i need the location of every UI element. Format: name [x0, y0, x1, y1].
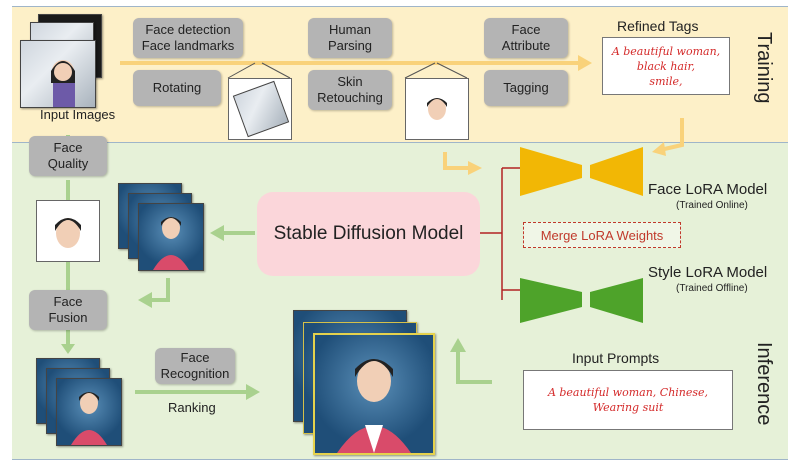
- face-lora-left-block: [520, 147, 582, 196]
- face-detection-box: Face detection Face landmarks: [133, 18, 243, 58]
- face-quality-box: Face Quality: [29, 136, 107, 176]
- face-fusion-box: Face Fusion: [29, 290, 107, 330]
- face-crop: [55, 218, 81, 248]
- style-lora-subtitle: (Trained Offline): [676, 283, 748, 294]
- fused-image-3: [56, 378, 122, 446]
- refined-tags-title: Refined Tags: [617, 18, 699, 34]
- face-lora-subtitle: (Trained Online): [676, 200, 748, 211]
- face-lora-title: Face LoRA Model: [648, 181, 768, 198]
- tagging-box: Tagging: [484, 70, 568, 106]
- input-prompts-box: A beautiful woman, Chinese, Wearing suit: [523, 370, 733, 430]
- input-prompts-title: Input Prompts: [572, 350, 660, 366]
- face-lora-right-block: [590, 147, 643, 196]
- stable-diffusion-box: Stable Diffusion Model: [257, 192, 480, 276]
- training-flow-arrowhead: [578, 55, 592, 71]
- input-images-label: Input Images: [40, 107, 116, 122]
- section-divider: [12, 142, 788, 143]
- skin-retouching-box: Skin Retouching: [308, 70, 392, 110]
- top-divider: [12, 6, 788, 7]
- style-lora-left-block: [520, 278, 582, 323]
- face-crop-frame: [36, 200, 100, 262]
- inference-label: Inference: [753, 342, 775, 426]
- rotated-image: [232, 80, 290, 138]
- human-parsing-box: Human Parsing: [308, 18, 392, 58]
- face-attribute-box: Face Attribute: [484, 18, 568, 58]
- retouched-face-frame: [405, 78, 469, 140]
- generated-image-3: [138, 203, 204, 271]
- refined-tags-box: A beautiful woman, black hair, smile,: [602, 37, 730, 95]
- final-image-best: [313, 333, 435, 455]
- input-image-front: [20, 40, 96, 108]
- retouched-face: [427, 98, 447, 120]
- training-label: Training: [753, 32, 775, 104]
- bottom-divider: [12, 459, 788, 460]
- rotated-image-frame: [228, 78, 292, 140]
- ranking-label: Ranking: [168, 400, 216, 415]
- merge-lora-box: Merge LoRA Weights: [523, 222, 681, 248]
- style-lora-right-block: [590, 278, 643, 323]
- face-recognition-box: Face Recognition: [155, 348, 235, 384]
- rotating-box: Rotating: [133, 70, 221, 106]
- style-lora-title: Style LoRA Model: [648, 264, 768, 281]
